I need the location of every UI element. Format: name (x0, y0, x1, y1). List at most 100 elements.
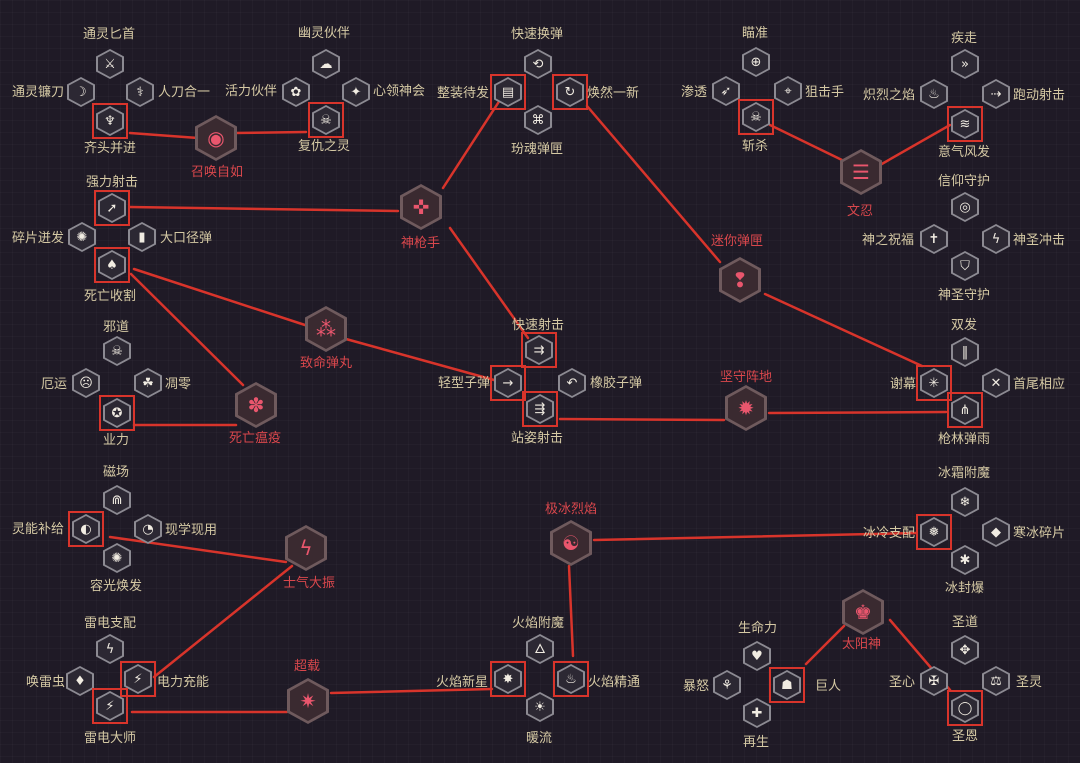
juren-node[interactable]: ☗ (773, 670, 801, 700)
shenqiangshou-core-node[interactable]: ✜ (400, 184, 442, 230)
shiqi-dazhen-core-node[interactable]: ϟ (285, 525, 327, 571)
finale-icon: ✳ (928, 375, 940, 391)
light-bullet-icon: → (502, 375, 514, 391)
label-jianshou-zhendi: 坚守阵地 (720, 370, 773, 385)
soul-magazine-icon: ⌘ (531, 112, 545, 128)
label-bingleng-zhipei: 冰冷支配 (863, 526, 916, 541)
shengling-node[interactable]: ⚖ (982, 666, 1010, 696)
shengmingli-node[interactable]: ♥ (743, 641, 771, 671)
label-juren: 巨人 (815, 679, 842, 694)
huoyan-jingtong-node[interactable]: ♨ (557, 664, 585, 694)
heart-icon: ♥ (751, 648, 763, 664)
shentou-node[interactable]: ➶ (712, 76, 740, 106)
label-shen-zhi-zhufu: 神之祝福 (862, 233, 915, 248)
xinyang-shouhu-node[interactable]: ◎ (951, 192, 979, 222)
yiqi-fengfa-node[interactable]: ≋ (951, 109, 979, 139)
bingleng-zhipei-node[interactable]: ❅ (920, 517, 948, 547)
label-kuaisu-huandan: 快速换弹 (511, 27, 564, 42)
label-ronguang-huanfa: 容光焕发 (90, 579, 143, 594)
shen-zhi-zhufu-node[interactable]: ✝ (920, 224, 948, 254)
jibing-lieyan-core-node[interactable]: ☯ (550, 520, 592, 566)
label-lingneng-buji: 灵能补给 (12, 522, 65, 537)
label-zaisheng: 再生 (743, 735, 770, 750)
label-miaozhun: 瞄准 (742, 26, 769, 41)
yiqi-fengfa-selection (947, 106, 983, 142)
dianli-chongneng-node[interactable]: ⚡ (124, 664, 152, 694)
bingshuang-fumo-node[interactable]: ❄ (951, 487, 979, 517)
label-zhaohuan-ziru: 召唤自如 (191, 165, 244, 180)
link-mini-xiemu (763, 292, 924, 368)
fuchou-zhiling-selection (308, 102, 344, 138)
shensheng-shouhu-node[interactable]: ⛉ (951, 251, 979, 281)
zhansha-node[interactable]: ☠ (742, 102, 770, 132)
rendao-heyi-node[interactable]: ⚕ (126, 77, 154, 107)
dakou-jingdan-node[interactable]: ▮ (128, 222, 156, 252)
huoyan-fumo-node[interactable]: 🜂 (526, 634, 554, 664)
hanbing-suipian-node[interactable]: ◆ (982, 517, 1010, 547)
charge-icon: ⚡ (133, 671, 143, 687)
link-qitou-zhaohuan (128, 131, 200, 140)
frozen-burst-icon: ✱ (959, 552, 971, 568)
label-xiangjiao-zidan: 橡胶子弹 (590, 376, 643, 391)
chaozai-core-node[interactable]: ✷ (287, 678, 329, 724)
label-shouwei-xiangying: 首尾相应 (1013, 377, 1066, 392)
link-shenqiang-zhengzhuang (441, 98, 502, 190)
qingxing-zidan-selection (490, 365, 526, 401)
huoyan-jingtong-selection (553, 661, 589, 697)
leidian-dashi-selection (92, 688, 128, 724)
baonu-node[interactable]: ⚘ (713, 670, 741, 700)
zhanzi-sheji-node[interactable]: ⇶ (526, 394, 554, 424)
label-siwang-shouge: 死亡收割 (84, 289, 137, 304)
qianglin-danyu-node[interactable]: ⋔ (951, 395, 979, 425)
shengdao-node[interactable]: ✥ (951, 635, 979, 665)
link-zhanzi-jianshou (558, 417, 726, 422)
label-zhiming-danwan: 致命弹丸 (300, 356, 353, 371)
shuangfa-node[interactable]: ‖ (951, 337, 979, 367)
shensheng-chongji-node[interactable]: ϟ (982, 224, 1010, 254)
fire-nova-icon: ✸ (502, 671, 514, 687)
diaoling-node[interactable]: ☘ (134, 368, 162, 398)
taiyangshen-core-node[interactable]: ♚ (842, 589, 884, 635)
zaisheng-node[interactable]: ✚ (743, 698, 771, 728)
skull-icon: ☠ (750, 109, 762, 125)
xiemu-node[interactable]: ✳ (920, 368, 948, 398)
link-jianshou-qianglin (767, 410, 948, 415)
xiangjiao-zidan-node[interactable]: ↶ (558, 368, 586, 398)
lightning-icon: ϟ (105, 641, 115, 657)
label-nuanliu: 暖流 (526, 731, 553, 746)
kuaisu-huandan-node[interactable]: ⟲ (524, 49, 552, 79)
jujishou-node[interactable]: ⌖ (774, 76, 802, 106)
fenhun-danxia-node[interactable]: ⌘ (524, 105, 552, 135)
mind-icon: ✦ (350, 84, 362, 100)
wenren-core-node[interactable]: ☰ (840, 149, 882, 195)
label-zhengzhuang-daifa: 整装待发 (437, 86, 490, 101)
nuanliu-node[interactable]: ☀ (526, 692, 554, 722)
label-huoyan-jingtong: 火焰精通 (588, 675, 641, 690)
link-zhansha-wenren (768, 123, 844, 162)
label-qitou-bingjin: 齐头并进 (84, 141, 137, 156)
pierce-icon: ➶ (720, 83, 732, 99)
label-leidian-zhipei: 雷电支配 (84, 616, 137, 631)
shengxin-node[interactable]: ✠ (920, 666, 948, 696)
holy-shield-icon: ⛉ (960, 258, 970, 274)
label-shengen: 圣恩 (952, 729, 979, 744)
chilie-zhiyan-node[interactable]: ♨ (920, 79, 948, 109)
miaozhun-node[interactable]: ⊕ (742, 47, 770, 77)
shouwei-xiangying-node[interactable]: ✕ (982, 368, 1010, 398)
zhansha-selection (738, 99, 774, 135)
kuaisu-sheji-node[interactable]: ⇉ (525, 335, 553, 365)
wind-icon: ≋ (959, 116, 971, 132)
xianxue-xianyong-node[interactable]: ◔ (134, 514, 162, 544)
bingfeng-bao-node[interactable]: ✱ (951, 545, 979, 575)
huanran-yixin-node[interactable]: ↻ (556, 77, 584, 107)
morale-icon: ϟ (299, 536, 313, 560)
jizou-node[interactable]: » (951, 49, 979, 79)
paodong-sheji-node[interactable]: ⇢ (982, 79, 1010, 109)
shengen-node[interactable]: ◯ (951, 693, 979, 723)
label-diaoling: 凋零 (165, 377, 192, 392)
link-qiangli-shenqiang (128, 205, 400, 213)
ghost-icon: ☁ (319, 56, 333, 72)
power-shot-icon: ➚ (106, 200, 118, 216)
label-huoli-huoban: 活力伙伴 (225, 84, 278, 99)
regen-icon: ✚ (751, 705, 763, 721)
